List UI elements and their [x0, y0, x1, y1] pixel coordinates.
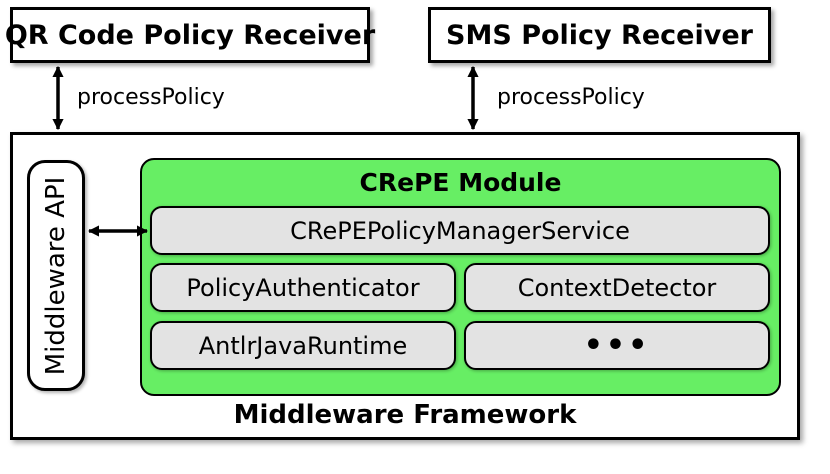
crepe-module-title: CRePE Module — [359, 168, 562, 197]
qr-code-policy-receiver: QR Code Policy Receiver — [5, 7, 375, 63]
qr-process-policy-label: processPolicy — [77, 85, 225, 110]
context-detector-label: ContextDetector — [517, 273, 717, 302]
more-components: ••• — [464, 321, 770, 370]
sms-process-policy-label: processPolicy — [497, 85, 645, 110]
policy-authenticator: PolicyAuthenticator — [150, 263, 456, 312]
qr-receiver-label: QR Code Policy Receiver — [4, 19, 376, 51]
crepe-policy-manager-service: CRePEPolicyManagerService — [150, 206, 770, 255]
policy-authenticator-label: PolicyAuthenticator — [186, 273, 420, 302]
crepe-policy-manager-service-label: CRePEPolicyManagerService — [290, 216, 630, 245]
antlr-java-runtime-label: AntlrJavaRuntime — [198, 331, 408, 360]
sms-receiver-label: SMS Policy Receiver — [446, 19, 753, 51]
context-detector: ContextDetector — [464, 263, 770, 312]
ellipsis-icon: ••• — [583, 328, 651, 363]
antlr-java-runtime: AntlrJavaRuntime — [150, 321, 456, 370]
sms-policy-receiver: SMS Policy Receiver — [428, 7, 771, 63]
middleware-framework-title: Middleware Framework — [233, 400, 577, 430]
middleware-api: Middleware API — [27, 160, 85, 391]
